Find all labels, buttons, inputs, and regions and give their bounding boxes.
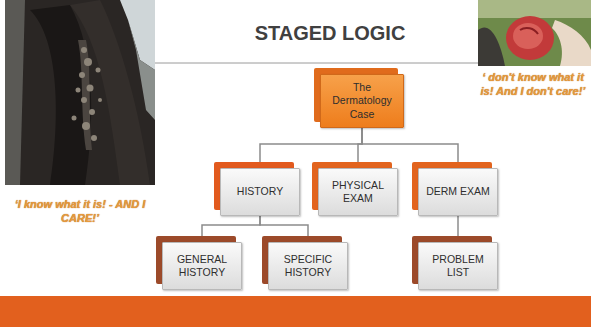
quote-caption: ‘I know what it is! - AND I CARE!’ [5, 197, 155, 226]
process-box: PROBLEM LIST [418, 242, 498, 290]
process-box: The Dermatology Case [320, 74, 404, 128]
process-box: DERM EXAM [418, 168, 498, 216]
divider-line [155, 63, 478, 64]
process-box: PHYSICAL EXAM [318, 168, 398, 216]
footer-band [0, 296, 591, 327]
process-box: SPECIFIC HISTORY [268, 242, 348, 290]
box-label: SPECIFIC HISTORY [274, 253, 342, 279]
diagram-title: STAGED LOGIC [230, 22, 430, 45]
box-label: HISTORY [237, 185, 283, 198]
box-label: The Dermatology Case [326, 81, 398, 120]
process-box: HISTORY [220, 168, 300, 216]
lesion-photo [478, 0, 591, 66]
box-label: PHYSICAL EXAM [324, 179, 392, 205]
box-label: GENERAL HISTORY [168, 253, 236, 279]
horse-photo [5, 0, 155, 185]
quote-caption: ‘ don't know what it is! And I don't car… [478, 70, 588, 99]
process-box: GENERAL HISTORY [162, 242, 242, 290]
box-label: PROBLEM LIST [424, 253, 492, 279]
box-label: DERM EXAM [426, 185, 490, 198]
